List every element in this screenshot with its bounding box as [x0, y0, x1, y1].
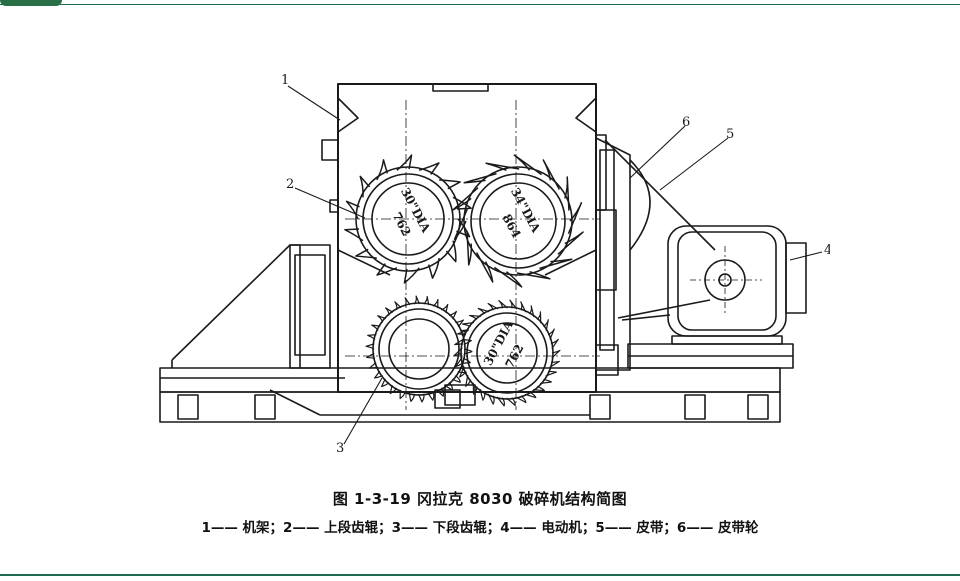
roll-label-3b: 762: [502, 342, 526, 371]
base-frame: [159, 367, 781, 423]
roll-tooth: [376, 263, 398, 276]
roll-tooth: [513, 154, 543, 176]
roll-tooth: [475, 252, 494, 283]
callout-3: 3: [336, 441, 344, 456]
upper-roll-left: [344, 154, 472, 284]
upper-roll-right: [452, 154, 584, 288]
roll-tooth: [359, 175, 371, 198]
roll-tooth: [355, 248, 377, 259]
roll-tooth: [344, 228, 364, 242]
callout-4: 4: [824, 243, 830, 258]
callout-2: 2: [286, 177, 294, 192]
roll-tooth: [453, 208, 469, 240]
lower-roll-right: [453, 299, 561, 407]
left-support: [171, 244, 331, 369]
callout-6: 6: [682, 115, 690, 130]
roll-tooth: [376, 159, 389, 181]
roll-tooth: [396, 154, 413, 171]
roll-label-2b: 864: [499, 212, 523, 241]
roll-tooth: [345, 200, 360, 220]
roll-tooth: [452, 187, 479, 211]
top-border-rule: [0, 0, 960, 5]
lower-roll-left: [365, 295, 473, 403]
logo-icon: [0, 0, 62, 6]
belt: [604, 139, 716, 319]
roll-tooth: [485, 162, 520, 171]
crusher-diagram: 30"DIA 762 34"DIA 864 30"DIA 762: [159, 73, 830, 456]
roll-tooth: [463, 172, 497, 184]
center-lines: [345, 100, 600, 410]
figure-caption: 图 1-3-19 冈拉克 8030 破碎机结构简图: [332, 490, 628, 508]
roll-tooth: [466, 231, 473, 266]
pulley-guard: [595, 137, 671, 371]
roll-tooth: [493, 266, 523, 288]
bottom-border-rule: [0, 574, 960, 576]
roll-tooth: [516, 270, 551, 280]
callout-1: 1: [281, 73, 289, 88]
callout-5: 5: [726, 127, 734, 142]
figure-legend: 1—— 机架；2—— 上段齿辊；3—— 下段齿辊；4—— 电动机；5—— 皮带；…: [201, 520, 759, 536]
leader-lines: [287, 85, 823, 445]
motor: [627, 225, 807, 369]
